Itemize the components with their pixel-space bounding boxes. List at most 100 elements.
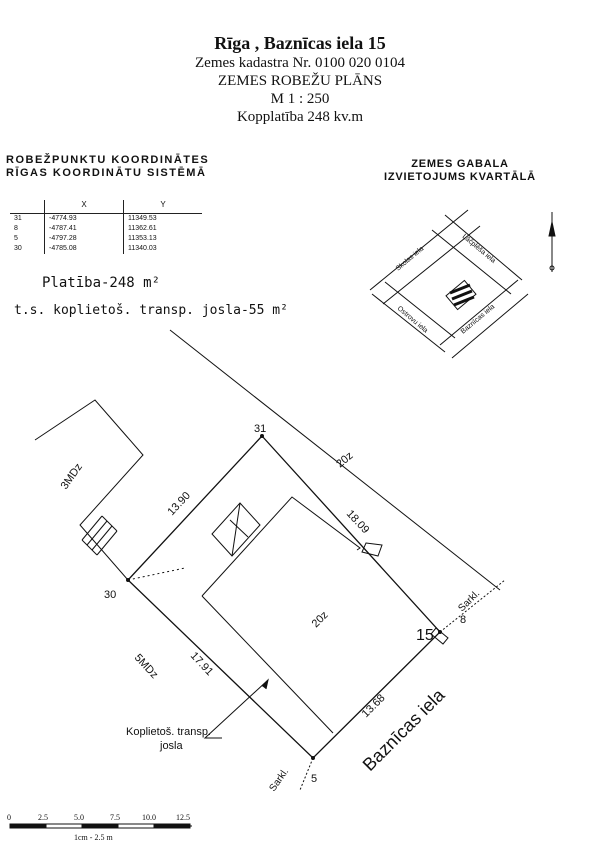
- plan-name: ZEMES ROBEŽU PLĀNS: [217, 73, 383, 89]
- point-marker-31: [260, 434, 264, 438]
- strip-callout-line: [203, 679, 269, 739]
- table-row: 31 -4774.93 11349.53: [10, 213, 202, 224]
- distance-label-17-91: 17.91: [188, 650, 216, 678]
- street-line: [439, 279, 519, 346]
- table-row: 8 -4787.41 11362.61: [10, 224, 202, 234]
- street-line: [444, 214, 523, 281]
- strip-label-line2: josla: [159, 740, 184, 752]
- scale-tick: 2.5: [38, 813, 48, 822]
- hatch: [453, 295, 475, 307]
- row-y: 11349.53: [123, 213, 202, 224]
- scale-legend: 1cm - 2.5 m: [74, 833, 113, 842]
- parcel-area: Platība-248 m²: [42, 275, 161, 291]
- scale-bar: [9, 823, 192, 829]
- neighbour-building-3mdz: [34, 399, 144, 581]
- plan-title: Rīga , Baznīcas iela 15: [214, 33, 386, 53]
- transport-strip-line: [201, 595, 334, 734]
- sarkl-line-bottom: [299, 757, 314, 791]
- row-x: -4785.08: [44, 244, 124, 254]
- street-line: [384, 281, 456, 339]
- boundary-rect: [361, 542, 383, 557]
- row-y: 11362.61: [123, 224, 202, 234]
- street-label-baznicas: Baznīcas iela: [460, 303, 496, 335]
- building-label-20z: 20z: [310, 609, 331, 630]
- total-area: Kopplatība 248 kv.m: [236, 109, 364, 125]
- parcel-location-marker: [445, 279, 477, 311]
- row-x: -4787.41: [44, 224, 124, 234]
- scale-tick: 7.5: [110, 813, 120, 822]
- corner-rect: [430, 627, 449, 645]
- hatch: [449, 283, 471, 295]
- col-point: [10, 200, 45, 214]
- point-label-5: 5: [311, 773, 317, 785]
- plan-scale: M 1 : 250: [270, 91, 330, 107]
- street-line: [382, 225, 481, 305]
- scale-tick: 5.0: [74, 813, 84, 822]
- boundary-street-line: [169, 329, 501, 591]
- stairs-symbol: [81, 515, 118, 556]
- scale-tick: 12.5: [176, 813, 190, 822]
- strip-label-line1: Koplietoš. transp.: [126, 726, 211, 738]
- row-point: 30: [14, 245, 22, 252]
- scale-segment: [81, 823, 119, 829]
- street-line: [371, 293, 446, 353]
- building-label-3mdz: 3MDz: [59, 461, 85, 491]
- point-label-15: 15: [416, 627, 434, 644]
- plan-header: Rīga , Baznīcas iela 15 Zemes kadastra N…: [0, 32, 600, 126]
- location-title-line1: ZEMES GABALA: [411, 158, 509, 170]
- point-label-8: 8: [460, 614, 466, 626]
- col-x: X: [44, 200, 124, 214]
- street-line: [451, 293, 529, 359]
- location-inset: [369, 209, 529, 359]
- building-annex: [211, 502, 261, 557]
- street-label-skolas: Skolas iela: [395, 245, 426, 272]
- distance-label-18-09: 18.09: [344, 508, 372, 536]
- scale-segment: [9, 823, 47, 829]
- callout-arrow-icon: [261, 678, 269, 690]
- row-x: -4774.93: [44, 213, 124, 224]
- scale-segment: [117, 823, 155, 829]
- point-marker-5: [311, 756, 315, 760]
- sarkl-line-top: [439, 579, 506, 633]
- scale-tick: 0: [7, 813, 11, 822]
- point-label-30: 30: [104, 589, 116, 601]
- cadastre-number: Zemes kadastra Nr. 0100 020 0104: [195, 55, 405, 71]
- scale-tick: 10.0: [142, 813, 156, 822]
- row-point: 5: [14, 235, 18, 242]
- building-label-5mdz: 5MDz: [132, 652, 160, 681]
- street-line: [431, 229, 512, 295]
- location-title: ZEMES GABALA IZVIETOJUMS KVARTĀLĀ: [360, 158, 560, 184]
- annex-diagonal: [231, 502, 241, 557]
- col-y: Y: [123, 200, 202, 214]
- building-label-20z-top: 20z: [334, 450, 355, 471]
- street-label-lacplesa: Lāčplēša iela: [461, 233, 497, 265]
- street-line: [369, 209, 469, 291]
- location-title-line2: IZVIETOJUMS KVARTĀLĀ: [384, 171, 536, 183]
- scale-segment: [153, 823, 191, 829]
- row-x: -4797.28: [44, 234, 124, 244]
- transport-strip-area: t.s. koplietoš. transp. josla-55 m²: [14, 303, 288, 318]
- street-label-ostrovu: Ostrovu iela: [396, 305, 429, 334]
- north-arrow-icon: [548, 212, 556, 272]
- table-row: 30 -4785.08 11340.03: [10, 244, 202, 254]
- point-label-31: 31: [254, 423, 266, 435]
- point-marker-30: [126, 578, 130, 582]
- distance-label-13-68: 13.68: [360, 692, 388, 720]
- row-y: 11340.03: [123, 244, 202, 254]
- scale-segment: [45, 823, 83, 829]
- table-row: 5 -4797.28 11353.13: [10, 234, 202, 244]
- coordinates-title-line2: RĪGAS KOORDINĀTU SISTĒMĀ: [6, 167, 207, 179]
- row-y: 11353.13: [123, 234, 202, 244]
- point-marker-8: [438, 630, 442, 634]
- dotted-line: [127, 567, 186, 581]
- building-20z: [201, 496, 361, 597]
- hatch: [451, 289, 473, 301]
- parcel-boundary: [127, 435, 441, 759]
- coordinates-table: X Y 31 -4774.93 11349.53 8 -4787.41 1136…: [10, 200, 202, 254]
- row-point: 31: [14, 215, 22, 222]
- sarkl-label-bottom: Sarkl.: [267, 766, 291, 793]
- coordinates-title: ROBEŽPUNKTU KOORDINĀTES RĪGAS KOORDINĀTU…: [6, 154, 209, 180]
- row-point: 8: [14, 225, 18, 232]
- coordinates-title-line1: ROBEŽPUNKTU KOORDINĀTES: [6, 154, 210, 166]
